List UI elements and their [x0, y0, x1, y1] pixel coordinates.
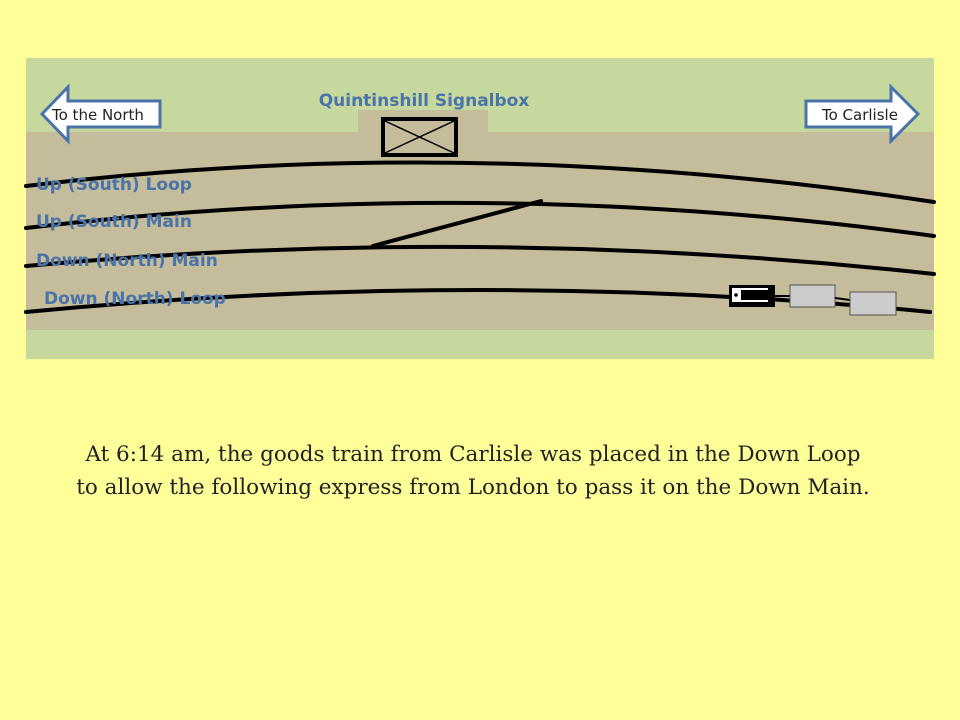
- wagon: [789, 284, 836, 308]
- arrow-left-icon: [39, 83, 162, 145]
- label-up-loop: Up (South) Loop: [36, 175, 192, 195]
- locomotive-icon: [729, 285, 775, 307]
- to-carlisle-arrow: To Carlisle: [804, 83, 921, 145]
- tracks: [24, 160, 936, 314]
- track-up-main: [24, 200, 936, 238]
- caption-line-1: At 6:14 am, the goods train from Carlisl…: [85, 442, 861, 467]
- signalbox-cross-icon: [381, 117, 458, 157]
- wagon: [849, 291, 897, 316]
- label-down-main: Down (North) Main: [36, 251, 218, 271]
- label-up-main: Up (South) Main: [36, 212, 192, 232]
- coupling: [834, 297, 851, 301]
- arrow-right-icon: [804, 83, 921, 145]
- label-down-loop: Down (North) Loop: [44, 289, 226, 309]
- goods-train: [729, 284, 897, 316]
- track-down-main: [24, 244, 936, 276]
- signalbox-title: Quintinshill Signalbox: [319, 91, 530, 111]
- caption-line-2: to allow the following express from Lond…: [76, 475, 870, 500]
- caption: At 6:14 am, the goods train from Carlisl…: [0, 438, 946, 504]
- crossover: [371, 199, 543, 248]
- to-the-north-label: To the North: [51, 106, 144, 124]
- to-carlisle-label: To Carlisle: [821, 106, 898, 124]
- to-the-north-arrow: To the North: [39, 83, 162, 145]
- track-up-loop: [24, 160, 936, 204]
